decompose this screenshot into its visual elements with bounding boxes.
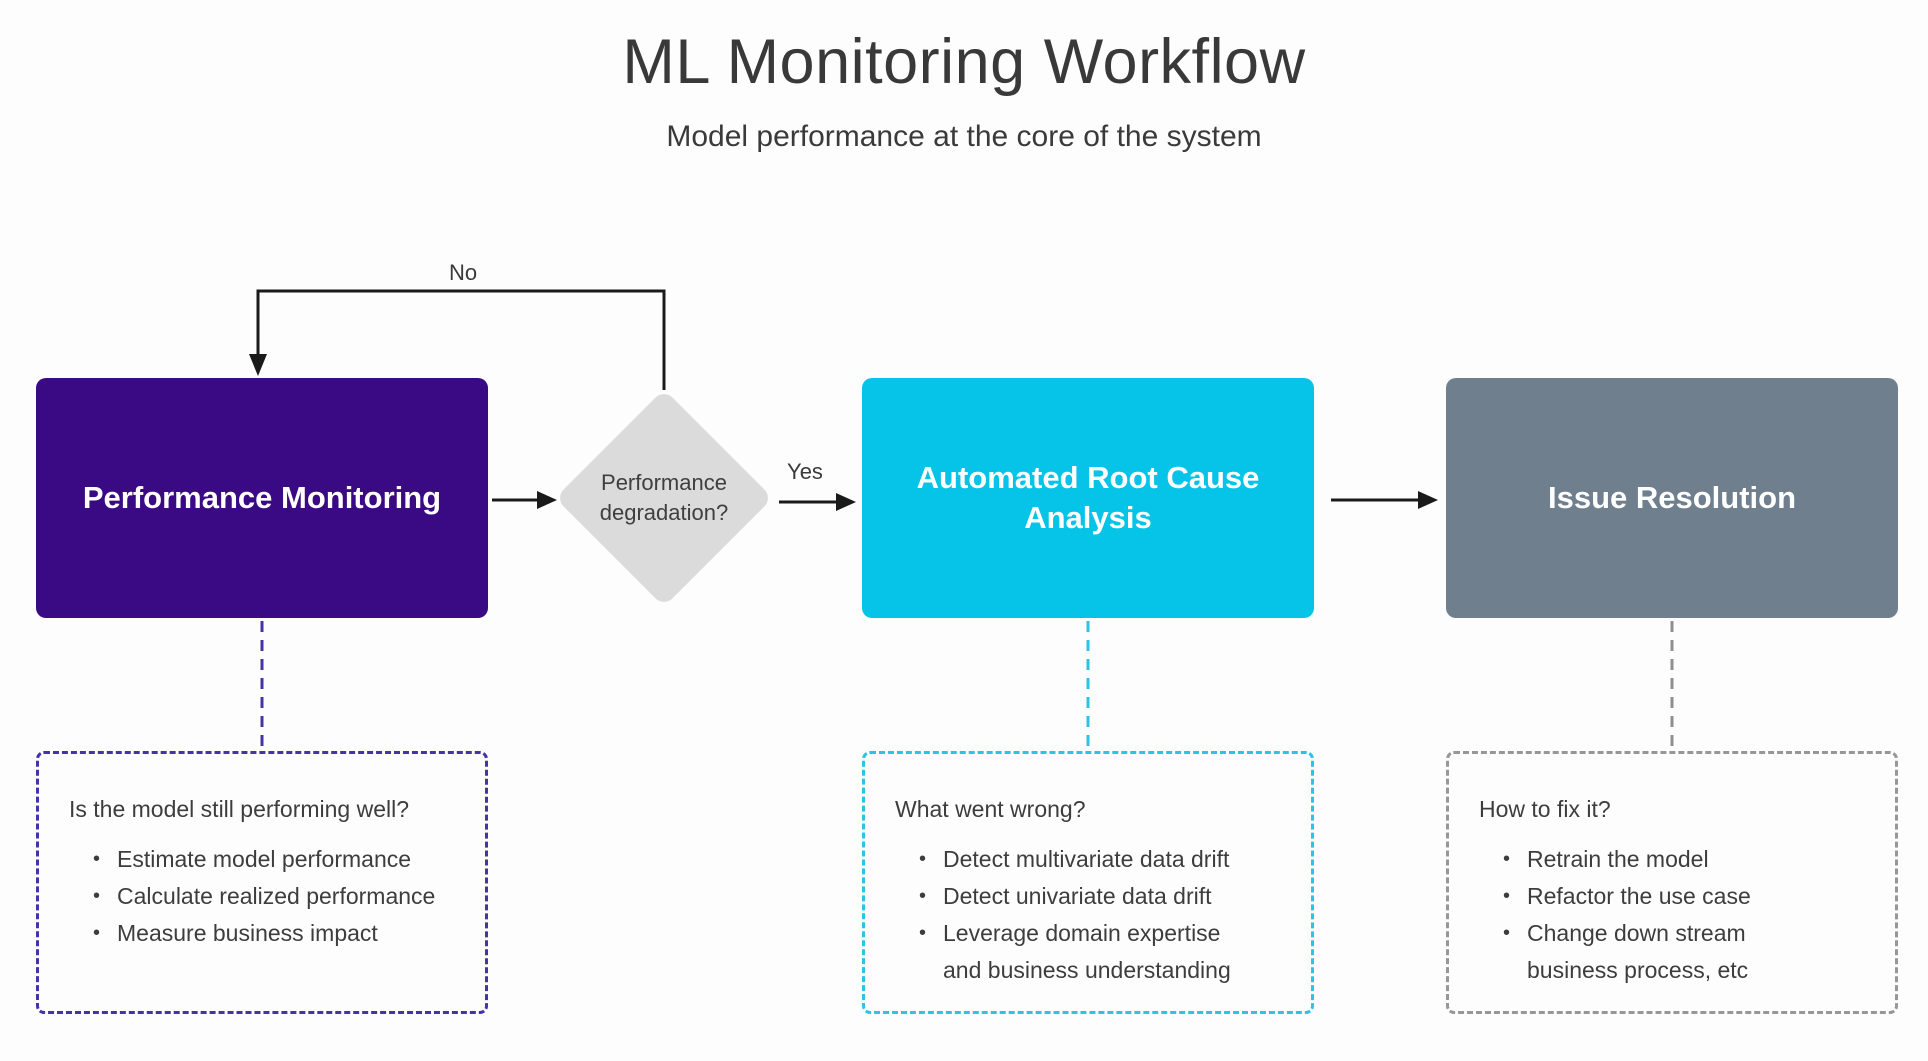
bullet-icon: •	[919, 922, 927, 944]
list-item: • Change down stream business process, e…	[1503, 915, 1871, 989]
detail-box-performance-monitoring: Is the model still performing well? • Es…	[36, 751, 488, 1014]
bullet-icon: •	[93, 885, 101, 907]
bullet-icon: •	[93, 922, 101, 944]
decision-diamond-label: Performance degradation?	[599, 470, 729, 525]
detail-monitoring-heading: Is the model still performing well?	[69, 796, 410, 822]
detail-resolution-heading: How to fix it?	[1479, 796, 1611, 822]
bullet-icon: •	[1503, 885, 1511, 907]
bullet-icon: •	[919, 848, 927, 870]
node-performance-monitoring: Performance Monitoring	[36, 378, 488, 618]
detail-monitoring-bullet-list: • Estimate model performance • Calculate…	[93, 841, 461, 952]
node-issue-resolution-label: Issue Resolution	[1547, 479, 1797, 515]
arrow-monitoring-to-decision	[492, 491, 557, 509]
detail-box-issue-resolution: How to fix it? • Retrain the model • Ref…	[1446, 751, 1898, 1014]
list-item: • Refactor the use case	[1503, 878, 1871, 915]
edge-label-yes: Yes	[787, 459, 823, 484]
detail-rootcause-bullet-list: • Detect multivariate data drift • Detec…	[919, 841, 1287, 989]
diagram-header: ML Monitoring Workflow Model performance…	[0, 26, 1928, 154]
node-performance-degradation-decision: Performance degradation?	[554, 388, 774, 608]
arrow-rootcause-to-resolution	[1331, 491, 1438, 509]
node-performance-monitoring-label: Performance Monitoring	[82, 479, 442, 515]
arrow-no-loop	[249, 289, 666, 390]
arrow-decision-to-rootcause	[779, 493, 856, 511]
detail-rootcause-heading: What went wrong?	[895, 796, 1086, 822]
bullet-icon: •	[1503, 848, 1511, 870]
edge-label-no: No	[448, 260, 478, 285]
list-item: • Estimate model performance	[93, 841, 461, 878]
bullet-icon: •	[93, 848, 101, 870]
list-item: • Detect multivariate data drift	[919, 841, 1287, 878]
list-item: • Retrain the model	[1503, 841, 1871, 878]
page-title: ML Monitoring Workflow	[622, 27, 1306, 97]
list-item: • Leverage domain expertise and business…	[919, 915, 1287, 989]
list-item: • Calculate realized performance	[93, 878, 461, 915]
bullet-icon: •	[1503, 922, 1511, 944]
node-automated-root-cause-analysis-label: Automated Root Cause Analysis	[916, 459, 1260, 535]
node-automated-root-cause-analysis: Automated Root Cause Analysis	[862, 378, 1314, 618]
list-item: • Detect univariate data drift	[919, 878, 1287, 915]
page-subtitle: Model performance at the core of the sys…	[666, 120, 1262, 153]
node-issue-resolution: Issue Resolution	[1446, 378, 1898, 618]
bullet-icon: •	[919, 885, 927, 907]
detail-resolution-bullet-list: • Retrain the model • Refactor the use c…	[1503, 841, 1871, 989]
detail-box-root-cause-analysis: What went wrong? • Detect multivariate d…	[862, 751, 1314, 1014]
list-item: • Measure business impact	[93, 915, 461, 952]
